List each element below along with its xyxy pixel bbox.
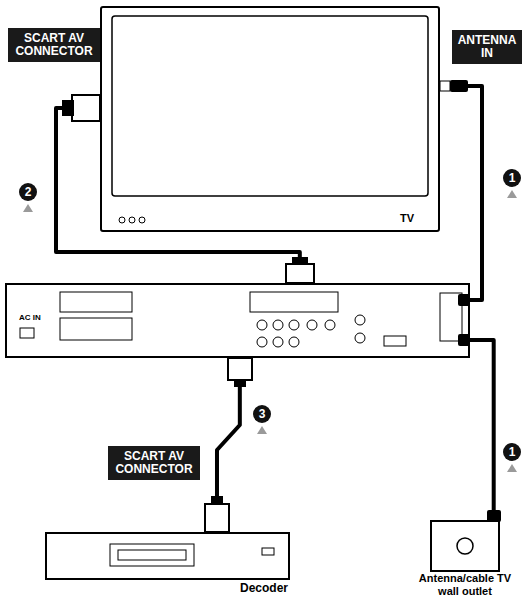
callout-number: 2 xyxy=(19,183,37,201)
callout-box: SCART AV CONNECTOR xyxy=(108,446,200,480)
scart-plug-hood xyxy=(234,379,246,387)
scart-plug xyxy=(72,95,100,121)
node-text: ANTENNA IN xyxy=(455,34,519,60)
tv-button xyxy=(119,217,125,223)
av-jacks xyxy=(257,315,406,347)
decoder-button xyxy=(262,548,274,555)
outlet-socket xyxy=(457,538,473,554)
antenna-socket xyxy=(440,81,450,91)
node-text: SCART AV CONNECTOR xyxy=(11,32,97,58)
scart-socket xyxy=(60,318,132,340)
callout-triangle xyxy=(507,190,517,198)
scart-plug-hood xyxy=(292,257,308,265)
callout-box: ANTENNA IN xyxy=(452,30,522,64)
callout-number: 1 xyxy=(503,443,521,461)
wall-outlet: Antenna/cable TV wall outlet xyxy=(430,520,500,572)
scart-socket xyxy=(250,292,338,312)
cable xyxy=(470,340,494,520)
scart-plug xyxy=(228,358,252,380)
decoder-display xyxy=(110,544,194,566)
cable xyxy=(440,86,482,300)
antenna-plug xyxy=(450,80,468,92)
callout-number: 3 xyxy=(253,405,271,423)
node-text: SCART AV CONNECTOR xyxy=(111,450,197,476)
tv-set: TV xyxy=(100,6,440,232)
callout-triangle xyxy=(23,204,33,212)
scart-socket xyxy=(60,292,132,312)
node-text: Antenna/cable TV wall outlet xyxy=(409,572,521,597)
tv-button xyxy=(129,217,135,223)
callout-number: 1 xyxy=(503,169,521,187)
node-text: TV xyxy=(400,212,414,224)
decoder-display xyxy=(118,550,186,560)
decoder-box: Decoder xyxy=(45,532,290,580)
scart-plug xyxy=(205,504,229,532)
callout-triangle xyxy=(507,464,517,472)
node-text: Decoder xyxy=(240,581,288,595)
tv-button xyxy=(139,217,145,223)
ac-socket xyxy=(20,328,34,338)
callout-triangle xyxy=(257,426,267,434)
scart-plug-hood xyxy=(62,100,74,116)
callout-box: SCART AV CONNECTOR xyxy=(8,28,100,62)
node-text: AC IN xyxy=(19,313,41,322)
tv-screen xyxy=(112,16,428,196)
scart-plug-hood xyxy=(211,496,223,505)
scart-plug xyxy=(286,264,314,283)
recorder: AC IN xyxy=(5,283,470,358)
